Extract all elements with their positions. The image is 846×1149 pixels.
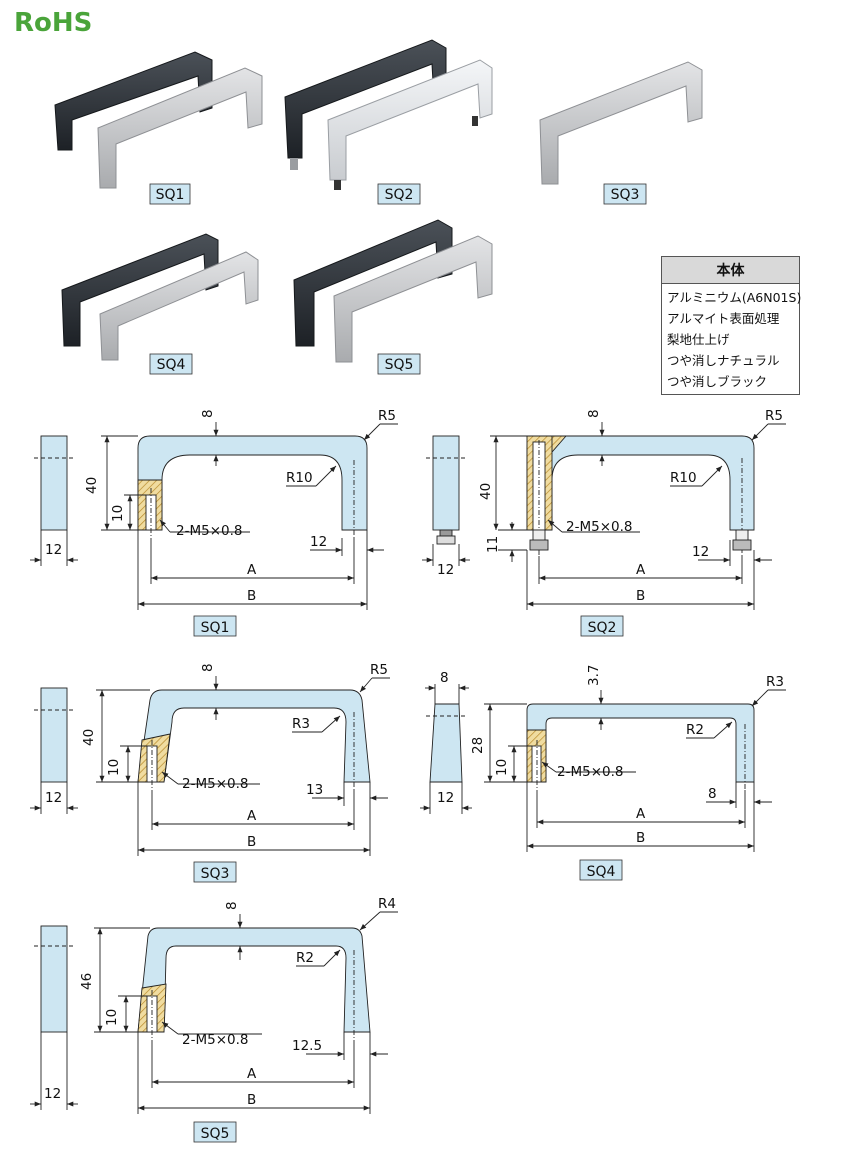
sq5-side-width: 12	[44, 1086, 61, 1102]
sq2-thread: 2-M5×0.8	[566, 519, 632, 535]
sq1-tap-depth: 10	[110, 505, 126, 522]
drawing-sq1	[30, 422, 398, 637]
sq3-dim-a: A	[247, 808, 257, 824]
sq2-dim-a: A	[636, 562, 646, 578]
spec-line: つや消しナチュラル	[667, 353, 780, 368]
spec-line: つや消しブラック	[667, 374, 768, 389]
spec-line: アルミニウム(A6N01S)	[667, 290, 802, 305]
sq5-dim-b: B	[247, 1092, 256, 1108]
sq4-tap-depth: 10	[494, 759, 510, 776]
sq4-side-width: 12	[437, 790, 454, 806]
photo-sq2: SQ2	[284, 39, 493, 205]
photo-sq5: SQ5	[293, 219, 493, 375]
sq2-inner-radius: R10	[670, 470, 697, 486]
sq2-side-width: 12	[437, 562, 454, 578]
sq4-label: SQ4	[587, 864, 616, 880]
photo-label-sq1: SQ1	[156, 187, 185, 203]
sq3-leg-width: 13	[306, 782, 323, 798]
material-spec-table: 本体 アルミニウム(A6N01S) アルマイト表面処理 梨地仕上げ つや消しナチ…	[661, 256, 802, 395]
photo-sq4: SQ4	[61, 233, 259, 375]
sq1-height: 40	[84, 477, 100, 494]
spec-header: 本体	[662, 257, 799, 284]
photo-label-sq2: SQ2	[385, 187, 414, 203]
sq4-side-top: 8	[440, 670, 449, 686]
sq5-dim-a: A	[247, 1066, 257, 1082]
sq5-top-thickness: 8	[224, 901, 240, 910]
sq1-inner-radius: R10	[286, 470, 313, 486]
sq1-leg-width: 12	[310, 534, 327, 550]
sq1-dim-b: B	[247, 588, 256, 604]
photo-sq3: SQ3	[539, 61, 703, 205]
sq3-top-thickness: 8	[200, 663, 216, 672]
sq4-leg-width: 8	[708, 786, 717, 802]
sq4-top-thickness: 3.7	[586, 665, 602, 686]
sq4-thread: 2-M5×0.8	[557, 764, 623, 780]
sq3-height: 40	[81, 729, 97, 746]
sq3-label: SQ3	[201, 866, 230, 882]
sq1-top-thickness: 8	[200, 409, 216, 418]
sq3-thread: 2-M5×0.8	[182, 776, 248, 792]
sq1-corner-radius: R5	[378, 408, 396, 424]
drawing-sq3	[30, 676, 390, 883]
sq4-dim-a: A	[636, 806, 646, 822]
rohs-logo: RoHS	[14, 8, 93, 38]
photo-label-sq4: SQ4	[157, 357, 186, 373]
sq1-thread: 2-M5×0.8	[176, 523, 242, 539]
sq4-corner-radius: R3	[766, 674, 784, 690]
sq4-height: 28	[470, 737, 486, 754]
sq4-dim-b: B	[636, 830, 645, 846]
drawing-sq2	[422, 422, 786, 637]
sq5-inner-radius: R2	[296, 950, 314, 966]
sq3-inner-radius: R3	[292, 716, 310, 732]
sq3-corner-radius: R5	[370, 662, 388, 678]
sq5-leg-width: 12.5	[292, 1038, 322, 1054]
sq1-side-width: 12	[45, 542, 62, 558]
sq5-tap-depth: 10	[104, 1009, 120, 1026]
sq2-height: 40	[478, 483, 494, 500]
sq2-top-thickness: 8	[586, 409, 602, 418]
photo-label-sq3: SQ3	[611, 187, 640, 203]
spec-line: アルマイト表面処理	[667, 311, 780, 326]
sq3-dim-b: B	[247, 834, 256, 850]
drawing-sq4	[420, 684, 786, 881]
sq1-label: SQ1	[201, 620, 230, 636]
photo-sq1: SQ1	[54, 51, 263, 205]
sq3-side-width: 12	[45, 790, 62, 806]
sq3-tap-depth: 10	[106, 759, 122, 776]
sq2-label: SQ2	[588, 620, 617, 636]
sq5-label: SQ5	[201, 1126, 230, 1142]
drawing-sq5	[30, 911, 398, 1143]
sq2-dim-b: B	[636, 588, 645, 604]
sq4-inner-radius: R2	[686, 722, 704, 738]
sq5-height: 46	[79, 973, 95, 990]
spec-line: 梨地仕上げ	[667, 332, 730, 347]
sq2-corner-radius: R5	[765, 408, 783, 424]
photo-label-sq5: SQ5	[385, 357, 414, 373]
sq2-stud-length: 11	[485, 536, 501, 553]
sq2-leg-width: 12	[692, 544, 709, 560]
sq5-thread: 2-M5×0.8	[182, 1032, 248, 1048]
sq1-dim-a: A	[247, 562, 257, 578]
sq5-corner-radius: R4	[378, 896, 396, 912]
